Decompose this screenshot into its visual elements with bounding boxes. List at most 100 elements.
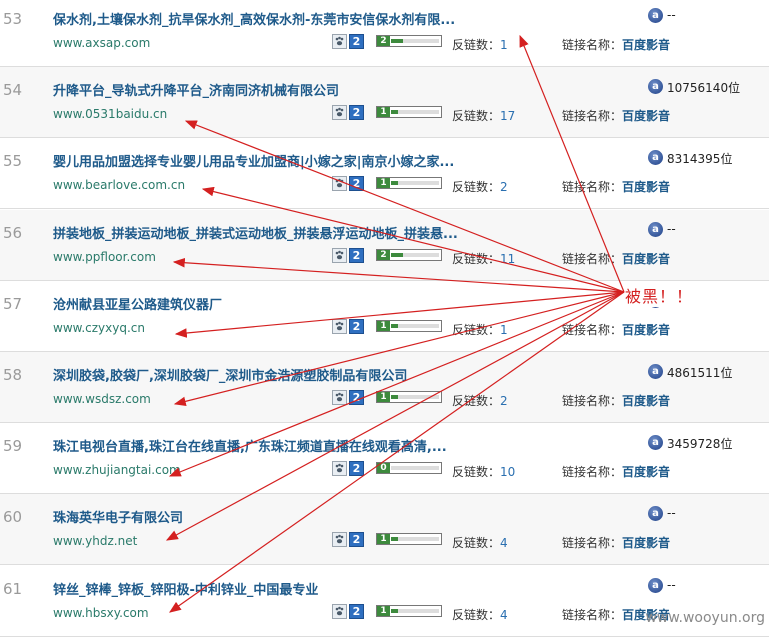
site-url-link[interactable]: www.axsap.com <box>53 36 151 50</box>
annotation-arrow <box>184 120 625 293</box>
pagerank-fill <box>391 609 398 613</box>
table-row: 55 婴儿用品加盟选择专业婴儿用品专业加盟商|小嫁之家|南京小嫁之家... ww… <box>0 138 769 209</box>
pagerank-value: 2 <box>377 36 390 46</box>
baidu-rank-badge: 2 <box>349 319 364 334</box>
baidu-rank-badge: 2 <box>349 34 364 49</box>
alexa-rank: -- <box>667 222 676 236</box>
link-name: 链接名称：百度影音 <box>562 394 671 408</box>
backlink-count: 反链数：4 <box>452 608 508 622</box>
baidu-paw-icon <box>332 34 347 49</box>
backlink-count: 反链数：4 <box>452 536 508 550</box>
site-url-link[interactable]: www.yhdz.net <box>53 534 138 548</box>
baidu-paw-icon <box>332 390 347 405</box>
row-number: 58 <box>3 366 23 384</box>
backlink-count: 反链数：10 <box>452 465 516 479</box>
row-number: 56 <box>3 224 23 242</box>
pagerank-value: 1 <box>377 606 390 616</box>
table-row: 53 保水剂,土壤保水剂_抗旱保水剂_高效保水剂-东莞市安信保水剂有限... w… <box>0 0 769 67</box>
site-url-link[interactable]: www.zhujiangtai.com <box>53 463 181 477</box>
pagerank-fill <box>391 395 398 399</box>
annotation-arrow <box>174 291 625 338</box>
pagerank-bar: 2 <box>376 35 442 47</box>
row-number: 53 <box>3 10 23 28</box>
alexa-icon: a <box>648 222 663 237</box>
link-name: 链接名称：百度影音 <box>562 323 671 337</box>
pagerank-bar: 1 <box>376 533 442 545</box>
annotation-text: 被黑！！ <box>625 283 694 307</box>
pagerank-bar: 1 <box>376 605 442 617</box>
pagerank-bar: 1 <box>376 177 442 189</box>
pagerank-value: 0 <box>377 463 390 473</box>
annotation-arrow <box>519 34 625 293</box>
pagerank-value: 2 <box>377 250 390 260</box>
backlink-count: 反链数：1 <box>452 38 508 52</box>
row-number: 55 <box>3 152 23 170</box>
annotation-arrow <box>169 291 625 613</box>
alexa-rank: 3459728位 <box>667 437 733 451</box>
site-url-link[interactable]: www.bearlove.com.cn <box>53 178 186 192</box>
alexa-rank: -- <box>667 506 676 520</box>
pagerank-fill <box>391 110 398 114</box>
baidu-paw-icon <box>332 319 347 334</box>
site-url-link[interactable]: www.0531baidu.cn <box>53 107 168 121</box>
baidu-paw-icon <box>332 604 347 619</box>
link-name: 链接名称：百度影音 <box>562 536 671 550</box>
table-row: 54 升降平台_导轨式升降平台_济南同济机械有限公司 www.0531baidu… <box>0 67 769 138</box>
table-row: 60 珠海英华电子有限公司 www.yhdz.net 2 1 反链数：4 a -… <box>0 494 769 565</box>
alexa-icon: a <box>648 578 663 593</box>
row-number: 60 <box>3 508 23 526</box>
site-url-link[interactable]: www.hbsxy.com <box>53 606 149 620</box>
site-url-link[interactable]: www.czyxyq.cn <box>53 321 145 335</box>
pagerank-fill <box>391 253 403 257</box>
pagerank-value: 1 <box>377 178 390 188</box>
link-name: 链接名称：百度影音 <box>562 608 671 622</box>
site-url-link[interactable]: www.ppfloor.com <box>53 250 156 264</box>
annotation-arrow <box>168 291 625 477</box>
row-number: 57 <box>3 295 23 313</box>
watermark: www.wooyun.org <box>645 610 765 626</box>
alexa-rank: 8314395位 <box>667 152 733 166</box>
baidu-paw-icon <box>332 248 347 263</box>
link-name: 链接名称：百度影音 <box>562 465 671 479</box>
table-row: 59 珠江电视台直播,珠江台在线直播,广东珠江频道直播在线观看高清,... ww… <box>0 423 769 494</box>
alexa-icon: a <box>648 8 663 23</box>
baidu-rank-badge: 2 <box>349 176 364 191</box>
baidu-rank-badge: 2 <box>349 604 364 619</box>
pagerank-bar: 0 <box>376 462 442 474</box>
pagerank-bar: 1 <box>376 106 442 118</box>
baidu-rank-badge: 2 <box>349 532 364 547</box>
pagerank-fill <box>391 181 398 185</box>
baidu-rank-badge: 2 <box>349 105 364 120</box>
annotation-arrow <box>165 291 625 541</box>
pagerank-bar: 1 <box>376 320 442 332</box>
baidu-paw-icon <box>332 105 347 120</box>
site-url-link[interactable]: www.wsdsz.com <box>53 392 151 406</box>
link-name: 链接名称：百度影音 <box>562 109 671 123</box>
backlink-count: 反链数：17 <box>452 109 516 123</box>
annotation-arrow <box>173 291 625 407</box>
table-row: 56 拼装地板_拼装运动地板_拼装式运动地板_拼装悬浮运动地板_拼装悬... w… <box>0 210 769 281</box>
alexa-rank: -- <box>667 578 676 592</box>
alexa-rank: -- <box>667 8 676 22</box>
link-name: 链接名称：百度影音 <box>562 180 671 194</box>
pagerank-value: 1 <box>377 107 390 117</box>
alexa-rank: 10756140位 <box>667 81 741 95</box>
annotation-arrow <box>172 257 625 293</box>
table-row: 58 深圳胶袋,胶袋厂,深圳胶袋厂_深圳市金浩源塑胶制品有限公司 www.wsd… <box>0 352 769 423</box>
alexa-icon: a <box>648 435 663 450</box>
pagerank-fill <box>391 537 398 541</box>
pagerank-value: 1 <box>377 392 390 402</box>
baidu-paw-icon <box>332 461 347 476</box>
pagerank-fill <box>391 324 398 328</box>
baidu-rank-badge: 2 <box>349 248 364 263</box>
backlink-count: 反链数：2 <box>452 180 508 194</box>
alexa-icon: a <box>648 150 663 165</box>
pagerank-fill <box>391 39 403 43</box>
baidu-rank-badge: 2 <box>349 461 364 476</box>
alexa-rank: 4861511位 <box>667 366 733 380</box>
row-number: 61 <box>3 580 23 598</box>
pagerank-value: 1 <box>377 321 390 331</box>
row-number: 54 <box>3 81 23 99</box>
pagerank-bar: 2 <box>376 249 442 261</box>
